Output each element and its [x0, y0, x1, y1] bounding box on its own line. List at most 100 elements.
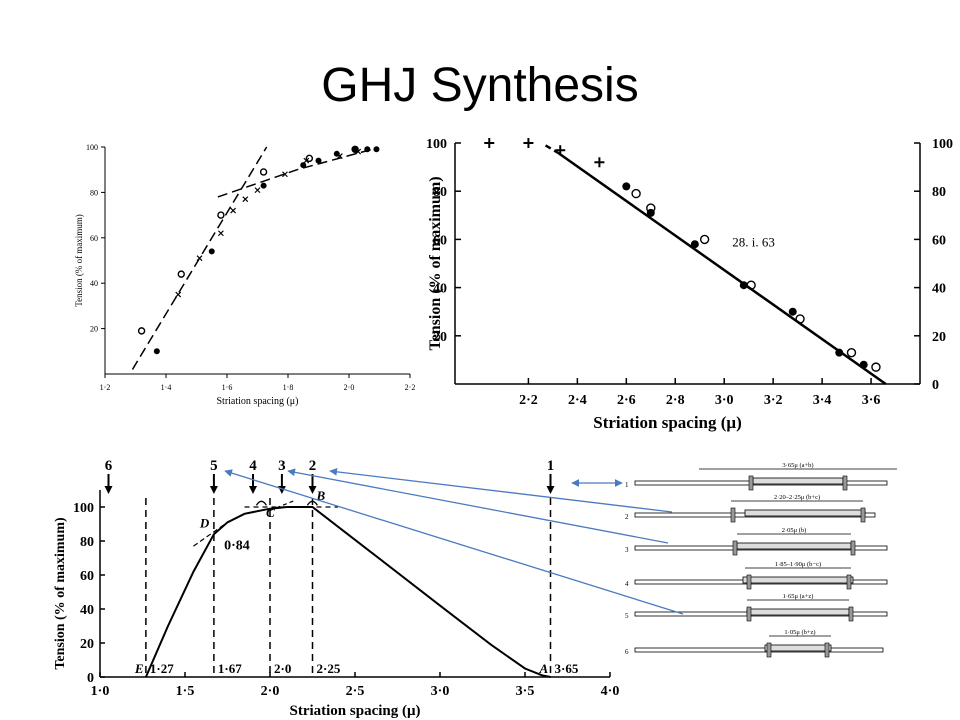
x-tick-label: 1·5 — [176, 684, 195, 699]
arrow-head-3 — [277, 486, 286, 494]
filament-row-4: 41·85–1·90μ (b−c) — [625, 561, 888, 590]
data-point-cross — [230, 207, 237, 214]
thick-filament — [744, 509, 866, 517]
x-tick-label: 2·4 — [568, 393, 587, 408]
span-label: 2·05μ (b) — [782, 527, 807, 534]
data-point-open — [699, 234, 710, 245]
arrow-head-1 — [546, 486, 555, 494]
data-point-open — [259, 168, 268, 176]
z-line — [766, 642, 772, 658]
y-tick-label: 100 — [86, 143, 98, 152]
data-point-filled — [739, 281, 748, 290]
filament-row-2: 2 2·20–2·25μ (b+c) — [625, 494, 876, 523]
right-tick-label: 40 — [932, 282, 946, 297]
arrow-head-4 — [249, 486, 257, 494]
data-point-open — [871, 362, 881, 372]
knee-dash — [193, 521, 228, 547]
y-tick-label: 100 — [426, 137, 447, 152]
z-line — [824, 642, 830, 658]
right-tick-label: 60 — [932, 233, 946, 248]
length-tension-curve — [144, 506, 551, 678]
bracket-c — [255, 500, 267, 506]
data-point-open — [177, 270, 185, 278]
data-point-cross — [282, 171, 288, 178]
data-point-filled — [208, 248, 215, 255]
data-point-plus — [555, 145, 566, 156]
y-axis-label: Tension (% of maximum) — [53, 517, 68, 670]
y-tick-label: 100 — [73, 501, 94, 516]
x-tick-label: 2·2 — [519, 393, 538, 408]
y-tick-label: 60 — [90, 234, 98, 243]
x-tick-label: 1·0 — [91, 684, 110, 699]
span-label: 3·65μ (a+b) — [782, 462, 813, 469]
data-point-filled — [315, 157, 322, 164]
data-point-cross — [196, 255, 203, 262]
y-axis-label: Tension (% of maximum) — [74, 214, 84, 307]
x-tick-label: 3·4 — [813, 393, 832, 408]
data-point-filled — [373, 146, 380, 153]
vline-label: 3·65 — [555, 661, 579, 676]
thick-filament — [764, 644, 832, 652]
y-tick-label: 60 — [433, 233, 447, 248]
data-point-open — [351, 145, 359, 153]
y-tick-label: 20 — [80, 637, 94, 652]
data-point-cross — [242, 196, 249, 203]
data-point-filled — [260, 182, 267, 189]
fit-line — [544, 144, 559, 154]
y-axis-label: Tension (% of maximum) — [427, 176, 444, 350]
data-point-cross — [217, 230, 224, 237]
y-tick-label: 40 — [90, 279, 98, 288]
data-point-open — [795, 314, 805, 324]
y-tick-label: 20 — [90, 325, 98, 334]
date-annotation: 28. i. 63 — [732, 235, 775, 250]
x-tick-label: 2·5 — [346, 684, 365, 699]
point-letter-B: B — [316, 488, 326, 503]
x-tick-label: 2·0 — [261, 684, 280, 699]
y-tick-label: 80 — [433, 185, 447, 200]
thick-filament — [742, 576, 854, 584]
slide-title: GHJ Synthesis — [321, 59, 639, 112]
arrow-label-1: 1 — [547, 458, 555, 474]
data-point-filled — [859, 360, 868, 369]
vline-label: 1·67 — [218, 661, 242, 676]
arrow-label-6: 6 — [105, 458, 113, 474]
row-number: 3 — [625, 546, 629, 554]
arrow-head-6 — [104, 486, 113, 494]
y-tick-label: 20 — [433, 330, 447, 345]
data-point-filled — [300, 162, 307, 169]
right-tick-label: 100 — [932, 137, 953, 152]
row-number: 2 — [625, 513, 629, 521]
ratio-annotation: 0·84 — [224, 539, 250, 554]
z-line — [746, 574, 752, 590]
data-point-plus — [484, 138, 495, 148]
span-label: 2·20–2·25μ (b+c) — [774, 494, 820, 501]
y-tick-label: 80 — [90, 188, 98, 197]
right-tick-label: 0 — [932, 378, 939, 393]
data-point-open — [217, 211, 225, 219]
z-line — [842, 475, 848, 491]
x-tick-label: 3·0 — [431, 684, 450, 699]
data-point-plus — [594, 157, 605, 168]
vline-label: 1·27 — [150, 661, 174, 676]
point-letter-A: A — [539, 661, 549, 676]
x-tick-label: 3·0 — [715, 393, 734, 408]
data-point-filled — [364, 146, 371, 153]
vline-label: 2·0 — [274, 661, 291, 676]
filament-row-3: 3 2·05μ (b) — [625, 527, 888, 556]
data-point-filled — [622, 182, 631, 191]
data-point-filled — [153, 348, 160, 355]
x-axis-label: Striation spacing (μ) — [289, 703, 420, 719]
point-letter-D: D — [199, 515, 210, 530]
data-point-open — [631, 188, 641, 199]
data-point-filled — [646, 208, 655, 217]
x-tick-label: 4·0 — [601, 684, 620, 699]
z-line — [732, 540, 738, 556]
y-tick-label: 0 — [87, 671, 94, 686]
row-number: 1 — [625, 481, 629, 489]
data-point-cross — [254, 187, 261, 194]
x-tick-label: 2·0 — [344, 383, 355, 392]
data-point-cross — [336, 153, 343, 160]
